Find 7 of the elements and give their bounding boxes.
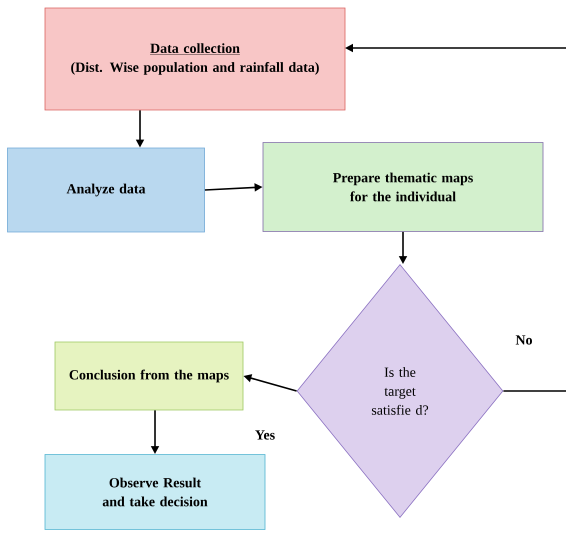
process-box: Analyze data (7, 148, 205, 232)
process-box: Conclusion from the maps (54, 342, 244, 410)
process-box: Data collection (Dist. Wise population and rainfall data) (44, 8, 346, 110)
process-box: Observe Result and take decision (44, 454, 266, 530)
edge-label: Yes (254, 429, 276, 441)
process-box: Prepare thematic maps for the individual (262, 142, 544, 232)
edge-label: No (514, 334, 534, 346)
